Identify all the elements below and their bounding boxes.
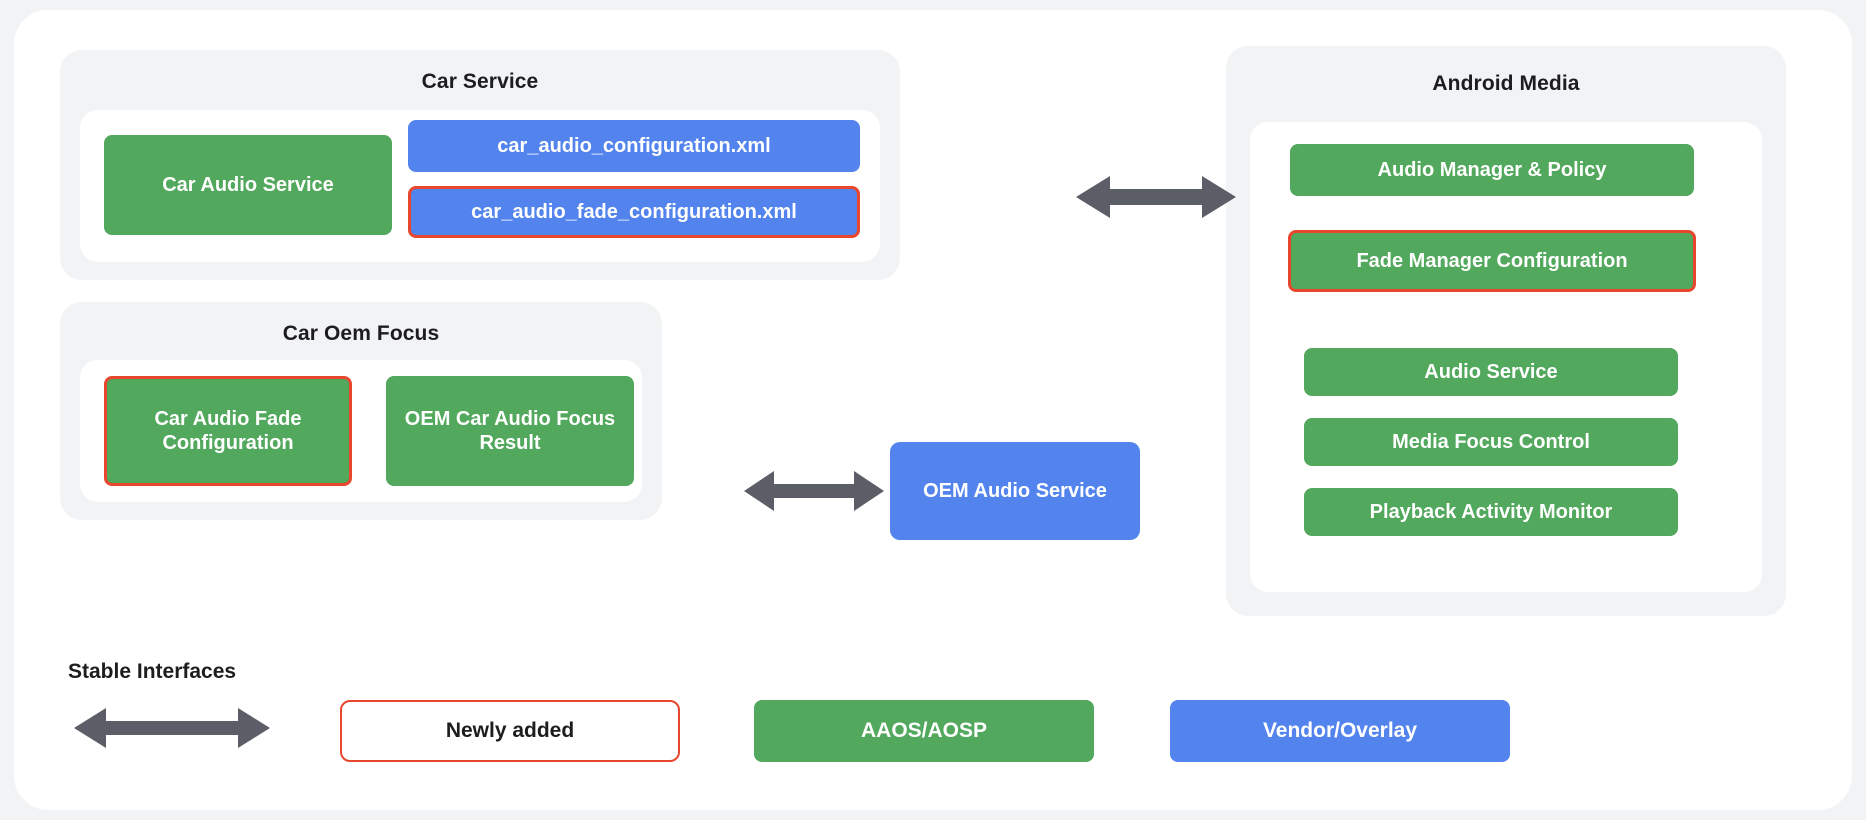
legend-item-vendor-overlay[interactable]: Vendor/Overlay (1170, 700, 1510, 762)
node-label: car_audio_configuration.xml (497, 135, 771, 157)
legend-item-label: AAOS/AOSP (860, 719, 988, 742)
node-label: OEM Audio Service (923, 480, 1107, 502)
node-oem-car-audio-focus-result[interactable]: OEM Car Audio Focus Result (386, 376, 634, 486)
group-android-media-title: Android Media (1432, 72, 1580, 95)
node-label: Playback Activity Monitor (1369, 501, 1613, 523)
diagram-card: Car Service Car Audio Service car_audio_… (14, 10, 1852, 810)
node-label: OEM Car Audio Focus Result (404, 408, 616, 454)
node-label: car_audio_fade_configuration.xml (471, 201, 797, 223)
node-label: Car Audio Fade Configuration (154, 408, 302, 454)
node-audio-manager-and-policy[interactable]: Audio Manager & Policy (1290, 144, 1694, 196)
legend-item-newly-added[interactable]: Newly added (340, 700, 680, 762)
group-android-media: Android Media Audio Manager & Policy Fad… (1226, 46, 1786, 616)
legend-stable-interfaces-arrow-icon (74, 708, 270, 748)
node-label: Fade Manager Configuration (1356, 250, 1628, 272)
node-label: Media Focus Control (1392, 431, 1590, 453)
legend-item-label: Vendor/Overlay (1262, 719, 1418, 742)
legend-item-label: Newly added (445, 719, 575, 742)
legend-stable-interfaces-label: Stable Interfaces (68, 660, 237, 683)
group-car-service-title: Car Service (421, 70, 539, 93)
group-car-service: Car Service Car Audio Service car_audio_… (60, 50, 900, 280)
connector-car-service-to-android-media-icon (1076, 176, 1236, 218)
node-oem-audio-service[interactable]: OEM Audio Service (890, 442, 1140, 540)
group-car-oem-focus-title: Car Oem Focus (282, 322, 440, 345)
node-fade-manager-configuration[interactable]: Fade Manager Configuration (1288, 230, 1696, 292)
node-label: Audio Service (1424, 361, 1558, 383)
node-label: Car Audio Service (162, 174, 334, 196)
group-car-oem-focus: Car Oem Focus Car Audio Fade Configurati… (60, 302, 662, 520)
group-android-media-body: Audio Manager & Policy Fade Manager Conf… (1250, 122, 1762, 592)
node-playback-activity-monitor[interactable]: Playback Activity Monitor (1304, 488, 1678, 536)
node-car-audio-configuration-xml[interactable]: car_audio_configuration.xml (408, 120, 860, 172)
group-car-oem-focus-body: Car Audio Fade Configuration OEM Car Aud… (80, 360, 642, 502)
node-audio-service[interactable]: Audio Service (1304, 348, 1678, 396)
node-car-audio-service[interactable]: Car Audio Service (104, 135, 392, 235)
group-car-service-body: Car Audio Service car_audio_configuratio… (80, 110, 880, 262)
node-car-audio-fade-configuration[interactable]: Car Audio Fade Configuration (104, 376, 352, 486)
node-label: Audio Manager & Policy (1377, 159, 1607, 181)
node-media-focus-control[interactable]: Media Focus Control (1304, 418, 1678, 466)
legend-item-aaos-aosp[interactable]: AAOS/AOSP (754, 700, 1094, 762)
node-car-audio-fade-configuration-xml[interactable]: car_audio_fade_configuration.xml (408, 186, 860, 238)
connector-car-oem-focus-to-oem-audio-service-icon (744, 471, 884, 511)
